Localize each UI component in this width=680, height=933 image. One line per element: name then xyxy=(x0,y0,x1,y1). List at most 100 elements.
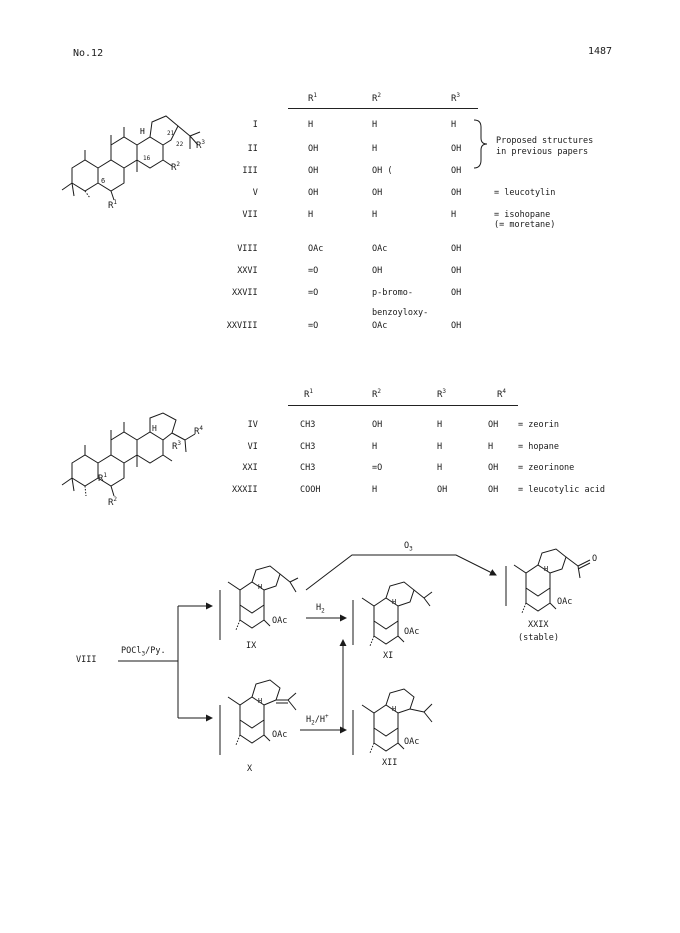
table2-row-note: = zeorin xyxy=(518,420,559,430)
journal-issue: No.12 xyxy=(73,48,104,59)
table1-cell-r3: OH xyxy=(451,288,462,298)
table1-cell-r2: OAc xyxy=(372,244,388,254)
structure-2-skeleton xyxy=(61,412,196,497)
table1-cell-r2: OH xyxy=(372,266,383,276)
table1-cell-r2: H xyxy=(372,144,378,154)
structure-xi xyxy=(352,581,433,647)
xii-oac: OAc xyxy=(404,737,420,747)
table2-cell-r1: CH3 xyxy=(300,463,316,473)
table1-row-note: = leucotylin xyxy=(494,188,556,198)
table1-row-label: XXVII xyxy=(232,288,258,298)
structure-1-c16: 16 xyxy=(143,155,151,162)
xi-oac: OAc xyxy=(404,627,420,637)
table2-row-label: XXI xyxy=(242,463,258,473)
brace-note-line2: in previous papers xyxy=(496,147,589,157)
xii-h: H xyxy=(392,705,397,713)
table1-cell-r2: OH xyxy=(372,188,383,198)
x-h: H xyxy=(258,697,263,705)
compound-xi-label: XI xyxy=(383,651,394,661)
scheme-arrows xyxy=(118,554,497,734)
table1-row-note: = isohopane xyxy=(494,210,551,220)
table2-cell-r3: H xyxy=(437,463,443,473)
scheme-reagent-main: POCl3/Py. xyxy=(121,646,166,658)
table1-cell-r2: OH ( xyxy=(372,166,393,176)
table2-cell-r3: OH xyxy=(437,485,448,495)
structure-1-r1: R1 xyxy=(108,199,118,211)
table1-cell-r3: OH xyxy=(451,244,462,254)
structure-2-r2: R2 xyxy=(108,496,118,508)
table2-cell-r4: OH xyxy=(488,485,499,495)
structure-2-r1: R1 xyxy=(98,472,108,484)
compound-x-label: X xyxy=(247,764,253,774)
structure-1-c6: 6 xyxy=(101,177,106,185)
table1-cell-r1: OH xyxy=(308,166,319,176)
table2-row-note: = leucotylic acid xyxy=(518,485,605,495)
structure-1-r2: R2 xyxy=(171,161,181,173)
xxix-oac: OAc xyxy=(557,597,573,607)
compound-xii-label: XII xyxy=(382,758,398,768)
table1-row-label: III xyxy=(242,166,258,176)
table2-cell-r4: OH xyxy=(488,463,499,473)
table1-row-label: II xyxy=(247,144,258,154)
table2-row-note: = hopane xyxy=(518,442,559,452)
ix-h: H xyxy=(258,583,263,591)
table2-header-r2: R2 xyxy=(372,388,382,400)
table2-header-r3: R3 xyxy=(437,388,447,400)
xxix-o: O xyxy=(592,554,598,564)
scheme-h2-acid: H2/H+ xyxy=(306,713,329,727)
table1-row-label: V xyxy=(252,188,258,198)
x-oac: OAc xyxy=(272,730,288,740)
table1-cell-r1: OH xyxy=(308,144,319,154)
structure-1-c22: 22 xyxy=(176,141,184,148)
table1-cell-r3: OH xyxy=(451,266,462,276)
table2-rule xyxy=(288,405,518,406)
structure-1-r3: R3 xyxy=(196,139,206,151)
table1-cell-r3: OH xyxy=(451,188,462,198)
table2-cell-r2: H xyxy=(372,485,378,495)
table2-row-label: VI xyxy=(247,442,258,452)
table2-cell-r2: H xyxy=(372,442,378,452)
table2-row-label: IV xyxy=(247,420,258,430)
table2-cell-r4: H xyxy=(488,442,494,452)
scheme-ozone: O3 xyxy=(404,541,413,553)
table2-cell-r2: =O xyxy=(372,463,383,473)
table2-row-note: = zeorinone xyxy=(518,463,575,473)
structure-2-r4: R4 xyxy=(194,425,204,437)
structure-ix xyxy=(219,565,299,640)
table1-cell-r3: OH xyxy=(451,321,462,331)
table1-header-r3: R3 xyxy=(451,92,461,104)
table1-cell-r1: H xyxy=(308,120,314,130)
structure-xii xyxy=(352,688,433,755)
table1-cell-r1: =O xyxy=(308,266,319,276)
table1-rule xyxy=(288,108,478,109)
table1-row-label: I xyxy=(252,120,258,130)
table1-cell-r1: =O xyxy=(308,288,319,298)
structure-2-r3: R3 xyxy=(172,440,182,452)
table1-cell-r2: OAc xyxy=(372,321,388,331)
compound-ix-label: IX xyxy=(246,641,257,651)
table1-cell-r3: H xyxy=(451,210,457,220)
table1-row-label: XXVI xyxy=(237,266,258,276)
table2-header-r1: R1 xyxy=(304,388,314,400)
scheme-start: VIII xyxy=(76,655,97,665)
table1-cell-r1: OH xyxy=(308,188,319,198)
table1-cell-r2: H xyxy=(372,210,378,220)
table1-cell-r3: OH xyxy=(451,144,462,154)
compound-xxix-label: XXIX xyxy=(528,620,549,630)
table1-cell-r1: =O xyxy=(308,321,319,331)
brace-note-line1: Proposed structures xyxy=(496,136,594,146)
structure-1-skeleton xyxy=(61,115,201,201)
table1-cell-r2: p-bromo- xyxy=(372,288,413,298)
structure-x xyxy=(219,679,297,755)
table1-vii-note-cont: (= moretane) xyxy=(494,220,556,230)
structure-xxix xyxy=(505,548,591,614)
table2-cell-r1: CH3 xyxy=(300,442,316,452)
table1-cell-r1: H xyxy=(308,210,314,220)
table1-cell-r3: OH xyxy=(451,166,462,176)
scheme-h2: H2 xyxy=(316,603,325,615)
table2-row-label: XXXII xyxy=(232,485,258,495)
table1-cell-r3: H xyxy=(451,120,457,130)
structure-1-h-label: H xyxy=(140,127,145,136)
